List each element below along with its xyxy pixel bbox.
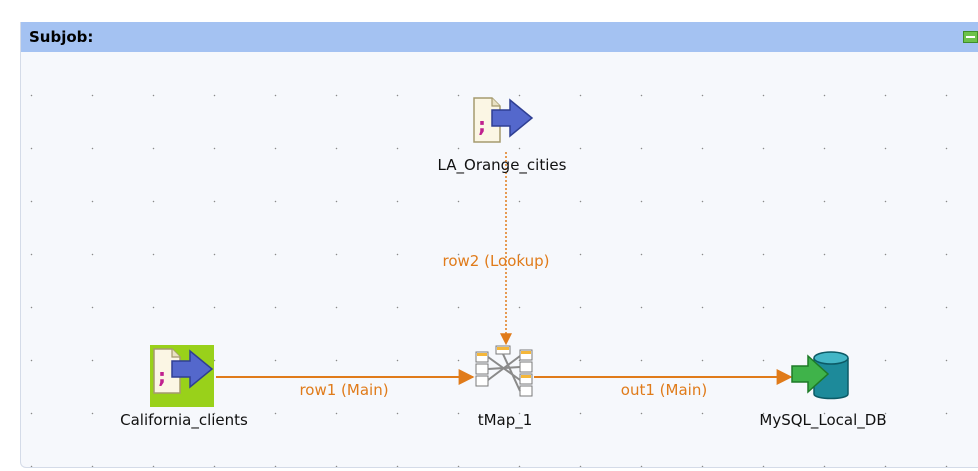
database-output-icon[interactable] (790, 350, 856, 402)
delimited-file-input-icon[interactable]: ; (150, 347, 216, 401)
node-label: MySQL_Local_DB (759, 411, 887, 429)
node-label: LA_Orange_cities (437, 156, 567, 174)
svg-text:;: ; (158, 364, 166, 388)
link-row1-label[interactable]: row1 (Main) (299, 381, 389, 399)
subjob-header[interactable]: Subjob: (21, 22, 978, 52)
node-label: tMap_1 (477, 411, 533, 429)
delimited-file-input-icon[interactable]: ; (470, 96, 536, 150)
svg-text:;: ; (478, 113, 486, 137)
subjob-title: Subjob: (29, 28, 94, 46)
link-row2-label[interactable]: row2 (Lookup) (442, 252, 550, 270)
link-out1-label[interactable]: out1 (Main) (620, 381, 708, 399)
node-label: California_clients (120, 411, 248, 429)
tmap-icon[interactable] (474, 344, 536, 400)
